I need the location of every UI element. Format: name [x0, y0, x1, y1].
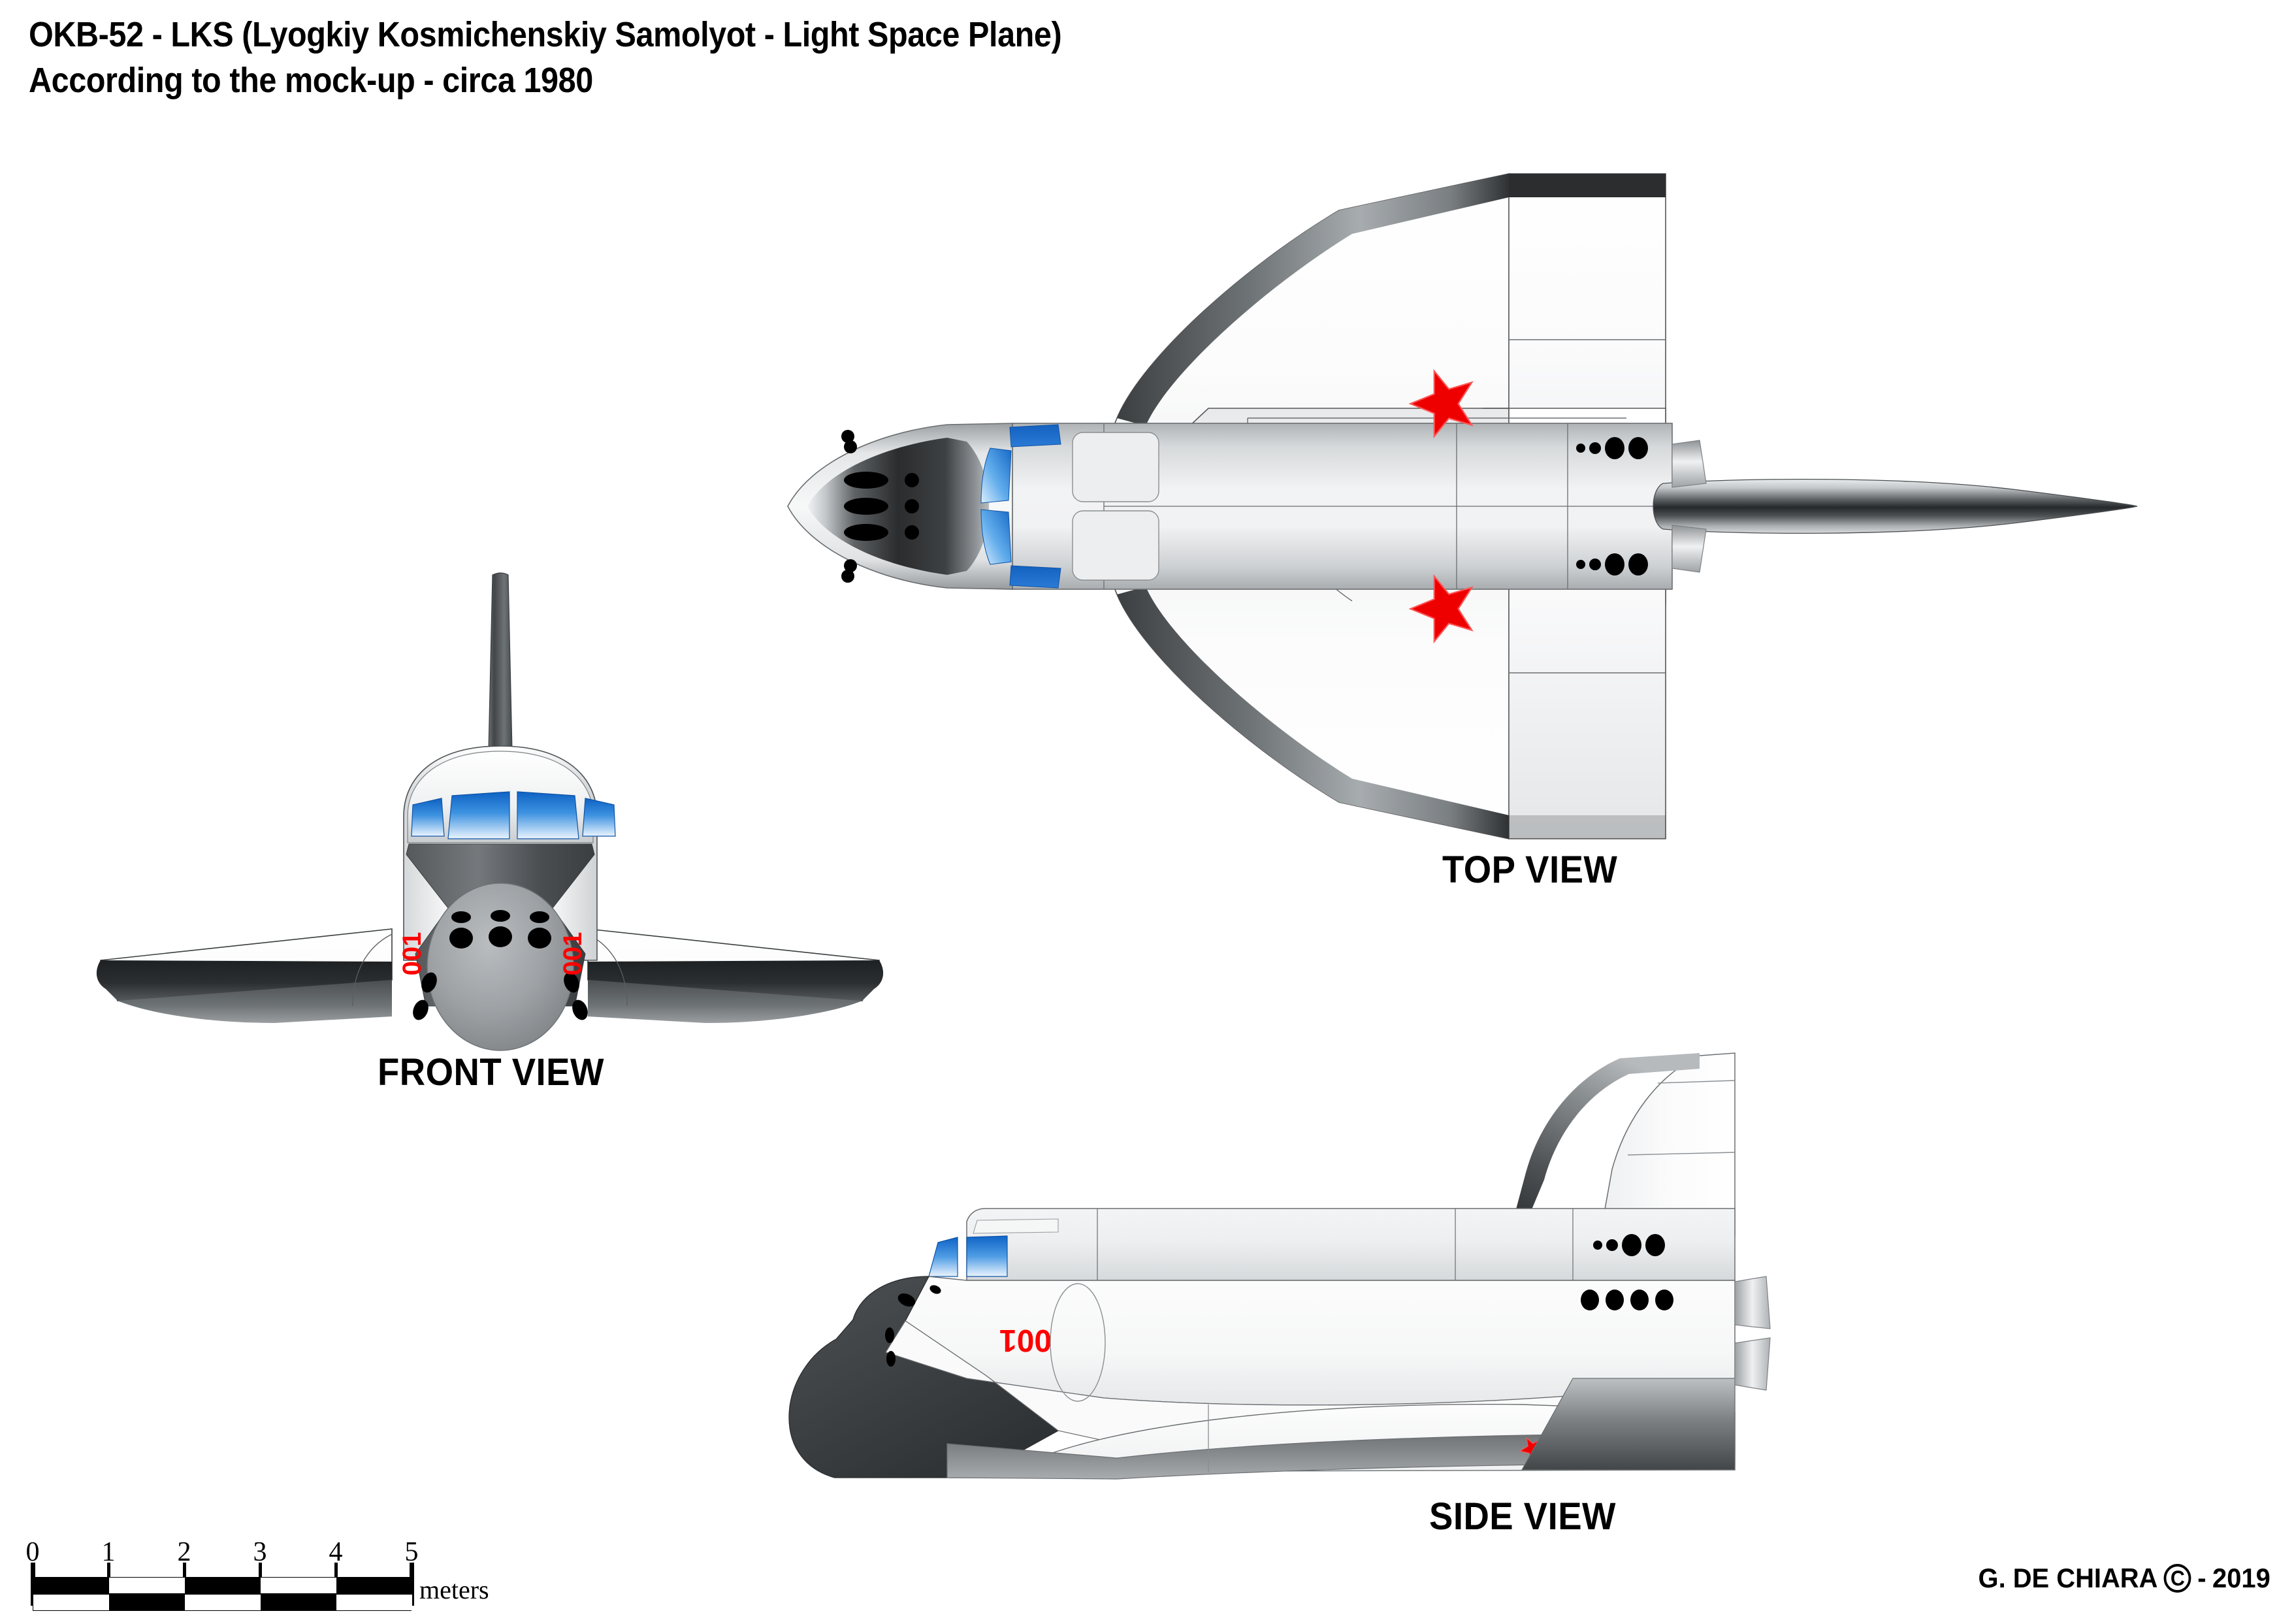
side-view-upper-fuselage [966, 1208, 1736, 1281]
scale-tick-0: 0 [25, 1537, 40, 1567]
side-view-tail-number: 001 [999, 1323, 1052, 1357]
credit-author: G. DE CHIARA [1978, 1563, 2158, 1593]
top-view-tail-spine [1653, 478, 2138, 534]
top-view-hatches [1072, 432, 1159, 581]
copyright-icon: C [2164, 1564, 2191, 1593]
red-star-upper [1408, 368, 1474, 439]
front-view-tail-number-left: 001 [398, 932, 427, 976]
credit-line: G. DE CHIARA C - 2019 [1979, 1563, 2270, 1594]
front-view-wings [96, 928, 884, 1023]
side-view-cockpit-windows [928, 1235, 1008, 1277]
credit-separator: - [2197, 1563, 2206, 1593]
scale-bar-numbers: 0 1 2 3 4 5 [25, 1536, 459, 1567]
top-view-drawing [751, 98, 2294, 915]
nose-thruster-ports [841, 430, 919, 583]
side-view-nose-thrusters [885, 1285, 941, 1367]
scale-tick-3: 3 [253, 1537, 267, 1567]
front-view-drawing: 001 001 [78, 555, 901, 1078]
svg-text:001: 001 [558, 932, 587, 976]
side-view-rcs-thrusters [1581, 1234, 1673, 1310]
top-view-engine-nozzles [1672, 440, 1707, 573]
scale-tick-1: 1 [101, 1537, 116, 1567]
page-title: OKB-52 - LKS (Lyogkiy Kosmichenskiy Samo… [29, 15, 1062, 54]
front-view-label: FRONT VIEW [378, 1051, 604, 1094]
side-view-label: SIDE VIEW [1429, 1495, 1616, 1538]
front-view-nose-dome [427, 883, 574, 1051]
credit-year: 2019 [2212, 1563, 2270, 1593]
side-view-aft-section [1521, 1378, 1736, 1470]
scale-tick-4: 4 [329, 1537, 343, 1567]
front-view-cockpit [407, 751, 616, 843]
svg-text:001: 001 [999, 1323, 1052, 1357]
side-view-drawing: 001 [751, 1013, 2294, 1483]
scale-bar-unit: meters [419, 1575, 489, 1604]
front-view-tail-number-right: 001 [558, 932, 587, 976]
red-star-lower [1408, 574, 1474, 644]
top-view-label: TOP VIEW [1442, 849, 1618, 891]
scale-tick-5: 5 [404, 1537, 419, 1567]
side-view-hatch-outline [1050, 1283, 1106, 1402]
side-view-engine-nozzles [1734, 1276, 1771, 1391]
scale-bar: 0 1 2 3 4 5 [25, 1536, 489, 1615]
top-view-cockpit-windows [980, 424, 1061, 589]
side-view-vertical-fin [1481, 1052, 1736, 1237]
scale-bar-bars [27, 1563, 459, 1611]
side-view-nose-cap [788, 1276, 1059, 1478]
top-view-rcs-thrusters [1576, 437, 1648, 576]
svg-text:001: 001 [398, 932, 427, 976]
top-view-nose [787, 423, 1159, 590]
page-subtitle: According to the mock-up - circa 1980 [29, 61, 593, 101]
scale-tick-2: 2 [177, 1537, 191, 1567]
front-view-thruster-ports [413, 910, 588, 1020]
title-block: OKB-52 - LKS (Lyogkiy Kosmichenskiy Samo… [29, 12, 1176, 103]
